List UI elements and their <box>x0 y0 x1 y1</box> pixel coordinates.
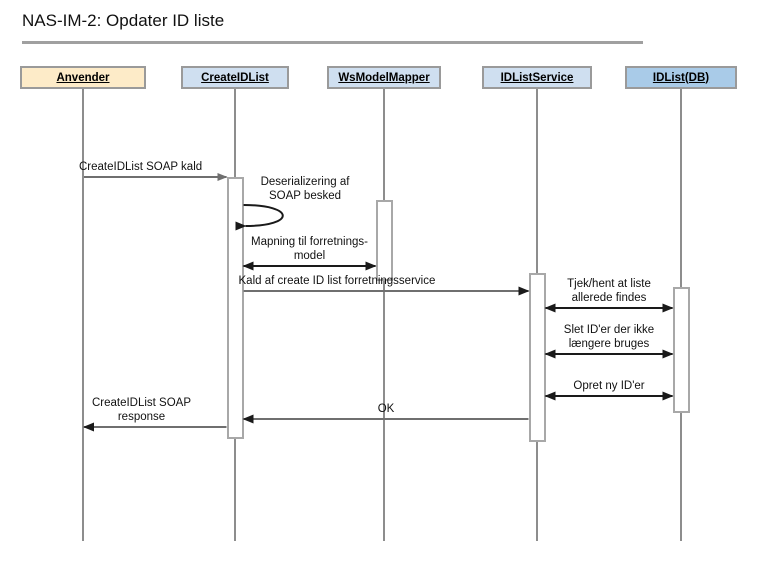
participant-label: IDList(DB) <box>652 71 710 84</box>
participant-label: IDListService <box>500 71 574 84</box>
message-label-m3: Mapning til forretnings- model <box>251 236 368 262</box>
title-divider <box>22 41 643 44</box>
activation-bar-wsmodelmapper <box>376 200 393 281</box>
participant-box-idlistdb[interactable]: IDList(DB) <box>625 66 737 89</box>
message-label-m5: Tjek/hent at liste allerede findes <box>567 278 651 304</box>
message-label-m1: CreateIDList SOAP kald <box>79 161 203 173</box>
participant-label: CreateIDList <box>201 71 269 84</box>
message-label-m4: Kald af create ID list forretningsservic… <box>238 275 436 287</box>
activation-bar-createidlist <box>227 177 244 439</box>
participant-label: WsModelMapper <box>338 71 430 84</box>
participant-box-wsmodelmapper[interactable]: WsModelMapper <box>327 66 441 89</box>
participant-label: Anvender <box>56 71 110 84</box>
activation-bar-idlistdb <box>673 287 690 413</box>
lifeline-anvender <box>82 88 84 541</box>
message-label-m8: OK <box>377 403 395 415</box>
lifeline-wsmodelmapper <box>383 88 385 541</box>
participant-box-idlistservice[interactable]: IDListService <box>482 66 592 89</box>
message-label-m9: CreateIDList SOAP response <box>91 397 192 423</box>
participant-box-createidlist[interactable]: CreateIDList <box>181 66 289 89</box>
message-label-m6: Slet ID'er der ikke længere bruges <box>563 324 655 350</box>
message-label-m2: Deserializering af SOAP besked <box>260 176 350 202</box>
page-title: NAS-IM-2: Opdater ID liste <box>22 11 225 30</box>
participant-box-anvender[interactable]: Anvender <box>20 66 146 89</box>
message-arrow-m2 <box>235 204 284 231</box>
message-label-m7: Opret ny ID'er <box>573 380 645 392</box>
